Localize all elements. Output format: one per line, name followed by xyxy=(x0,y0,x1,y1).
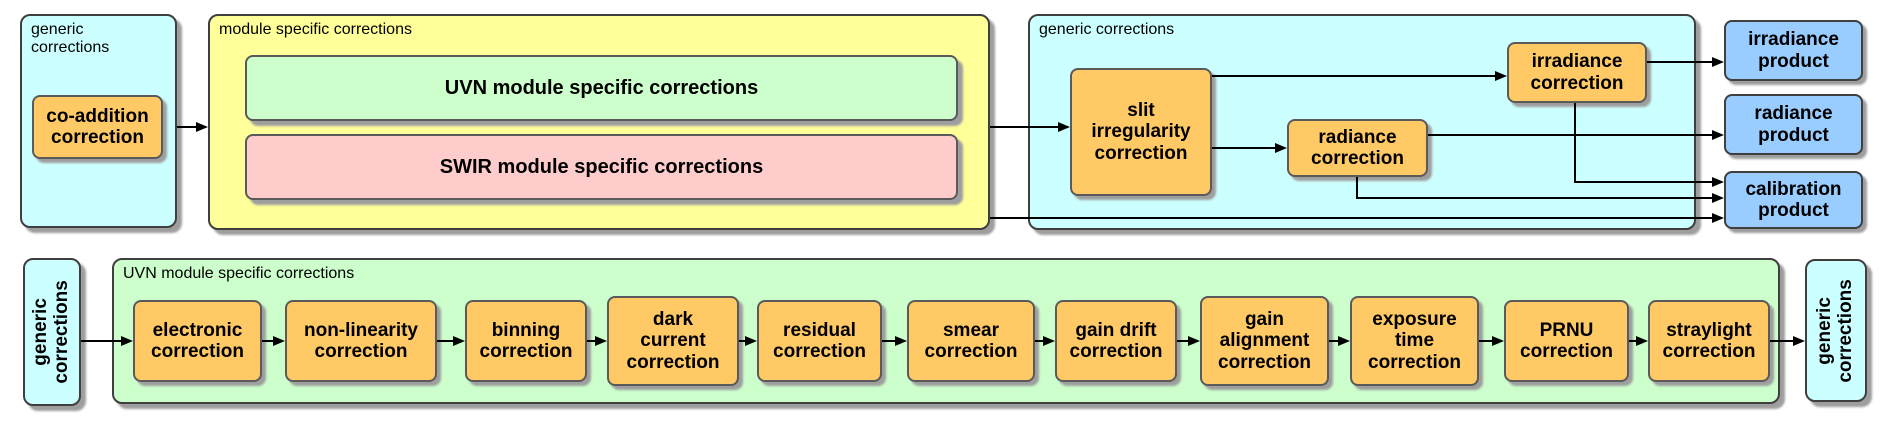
node-label: irradiance product xyxy=(1748,29,1839,72)
bar-swir-module-specific-corrections: SWIR module specific corrections xyxy=(245,134,958,200)
node-dark-current-correction: dark current correction xyxy=(607,296,739,386)
node-label: dark current correction xyxy=(626,309,720,373)
node-label: smear correction xyxy=(924,319,1018,362)
container-label: generic corrections xyxy=(1039,21,1175,38)
node-label: binning correction xyxy=(479,319,573,362)
node-gain-alignment-correction: gain alignment correction xyxy=(1200,296,1329,386)
node-calibration-product: calibration product xyxy=(1724,171,1863,229)
node-label: co-addition correction xyxy=(46,105,149,148)
node-co-addition-correction: co-addition correction xyxy=(32,95,163,159)
connector-generic-corrections-in: generic corrections xyxy=(23,258,81,406)
node-binning-correction: binning correction xyxy=(465,300,587,382)
bar-label: SWIR module specific corrections xyxy=(439,155,764,178)
connector-generic-corrections-out: generic corrections xyxy=(1805,259,1867,402)
node-label: calibration product xyxy=(1745,178,1842,221)
node-label: PRNU correction xyxy=(1520,319,1613,362)
node-smear-correction: smear correction xyxy=(907,300,1035,382)
node-label: radiance correction xyxy=(1311,126,1404,169)
node-label: electronic correction xyxy=(151,319,244,362)
bar-label: UVN module specific corrections xyxy=(444,76,759,99)
node-irradiance-correction: irradiance correction xyxy=(1507,42,1647,103)
node-radiance-product: radiance product xyxy=(1724,94,1863,155)
node-label: non-linearity correction xyxy=(303,319,418,362)
node-residual-correction: residual correction xyxy=(757,300,882,382)
bar-uvn-module-specific-corrections: UVN module specific corrections xyxy=(245,55,958,121)
node-slit-irregularity-correction: slit irregularity correction xyxy=(1070,68,1212,196)
node-label: irradiance correction xyxy=(1530,51,1624,94)
node-gain-drift-correction: gain drift correction xyxy=(1055,300,1177,382)
node-electronic-correction: electronic correction xyxy=(133,300,262,382)
node-label: residual correction xyxy=(773,319,866,362)
node-radiance-correction: radiance correction xyxy=(1287,119,1428,177)
node-label: gain drift correction xyxy=(1069,319,1163,362)
container-label: module specific corrections xyxy=(219,21,412,38)
node-label: exposure time correction xyxy=(1368,309,1461,373)
container-label: UVN module specific corrections xyxy=(123,265,355,282)
node-exposure-time-correction: exposure time correction xyxy=(1350,296,1479,386)
connector-label: generic corrections xyxy=(1814,278,1857,383)
node-label: radiance product xyxy=(1754,103,1833,146)
connector-label: generic corrections xyxy=(30,280,73,384)
node-label: slit irregularity correction xyxy=(1091,100,1191,164)
node-irradiance-product: irradiance product xyxy=(1724,20,1863,81)
node-label: gain alignment correction xyxy=(1218,309,1311,373)
node-prnu-correction: PRNU correction xyxy=(1504,300,1629,382)
node-straylight-correction: straylight correction xyxy=(1648,300,1770,382)
node-non-linearity-correction: non-linearity correction xyxy=(285,300,437,382)
container-label: generic corrections xyxy=(31,21,110,57)
node-label: straylight correction xyxy=(1662,319,1756,362)
